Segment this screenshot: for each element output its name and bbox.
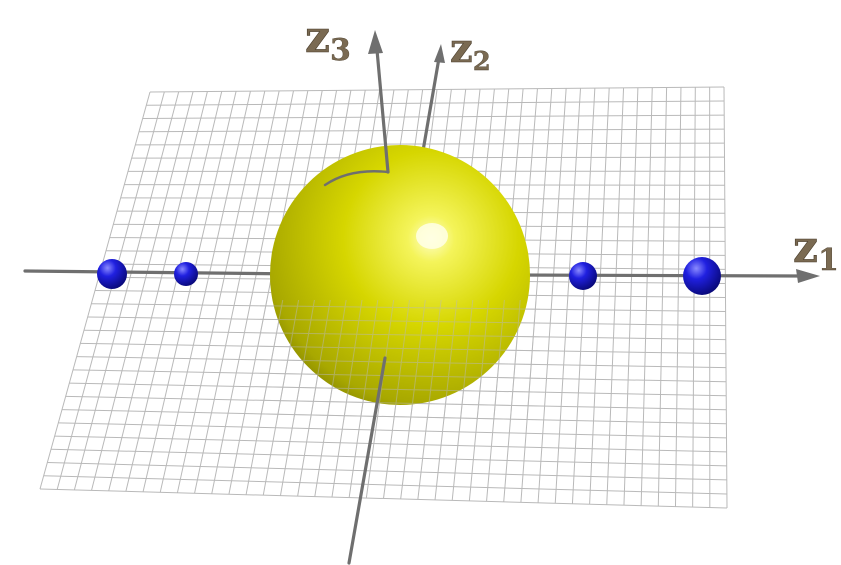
grid-line-horizontal	[260, 413, 540, 420]
grid-line-horizontal	[260, 305, 540, 310]
grid-line-horizontal	[58, 422, 727, 439]
grid-line-horizontal	[50, 448, 727, 467]
blue-sphere-far-right	[683, 257, 721, 295]
z2-arrowhead	[434, 44, 445, 63]
grid-line-horizontal	[149, 86, 725, 93]
z3-axis-upper	[375, 48, 390, 174]
grid-line-horizontal	[142, 114, 725, 119]
grid-line-horizontal	[54, 435, 727, 453]
z1-arrowhead	[796, 269, 820, 283]
grid-line-horizontal	[260, 359, 540, 366]
sphere-grid-overlay	[260, 300, 540, 420]
grid-line-horizontal	[47, 462, 727, 481]
grid-line-horizontal	[39, 488, 728, 509]
small-spheres	[97, 257, 721, 295]
z1-axis-left	[23, 269, 302, 276]
blue-sphere-right	[569, 262, 597, 290]
z3-curve-on-sphere	[323, 170, 390, 187]
grid-line-horizontal	[260, 318, 540, 324]
z2-label: z2	[450, 25, 491, 77]
axes-front	[323, 30, 390, 565]
grid-line-horizontal	[146, 100, 725, 106]
z3-axis-lower	[347, 356, 387, 565]
z3-label: z3	[305, 12, 351, 68]
grid-line-horizontal	[260, 386, 540, 393]
central-sphere	[260, 145, 540, 420]
z1-axis-right	[508, 273, 802, 278]
sphere-highlight	[416, 223, 448, 249]
grid-line-horizontal	[43, 475, 727, 495]
grid-line-horizontal	[138, 128, 725, 133]
axis-labels: z3 z2 z1	[305, 12, 839, 279]
blue-sphere-left	[174, 262, 198, 286]
grid-line-horizontal	[135, 142, 725, 146]
grid-line-horizontal	[260, 372, 540, 379]
z1-label: z1	[793, 222, 839, 278]
yellow-sphere	[270, 145, 530, 405]
blue-sphere-far-left	[97, 259, 127, 289]
grid-line-horizontal	[260, 345, 540, 352]
grid-line-horizontal	[260, 399, 540, 407]
grid-line-horizontal	[260, 332, 540, 338]
z3-arrowhead	[368, 30, 383, 54]
